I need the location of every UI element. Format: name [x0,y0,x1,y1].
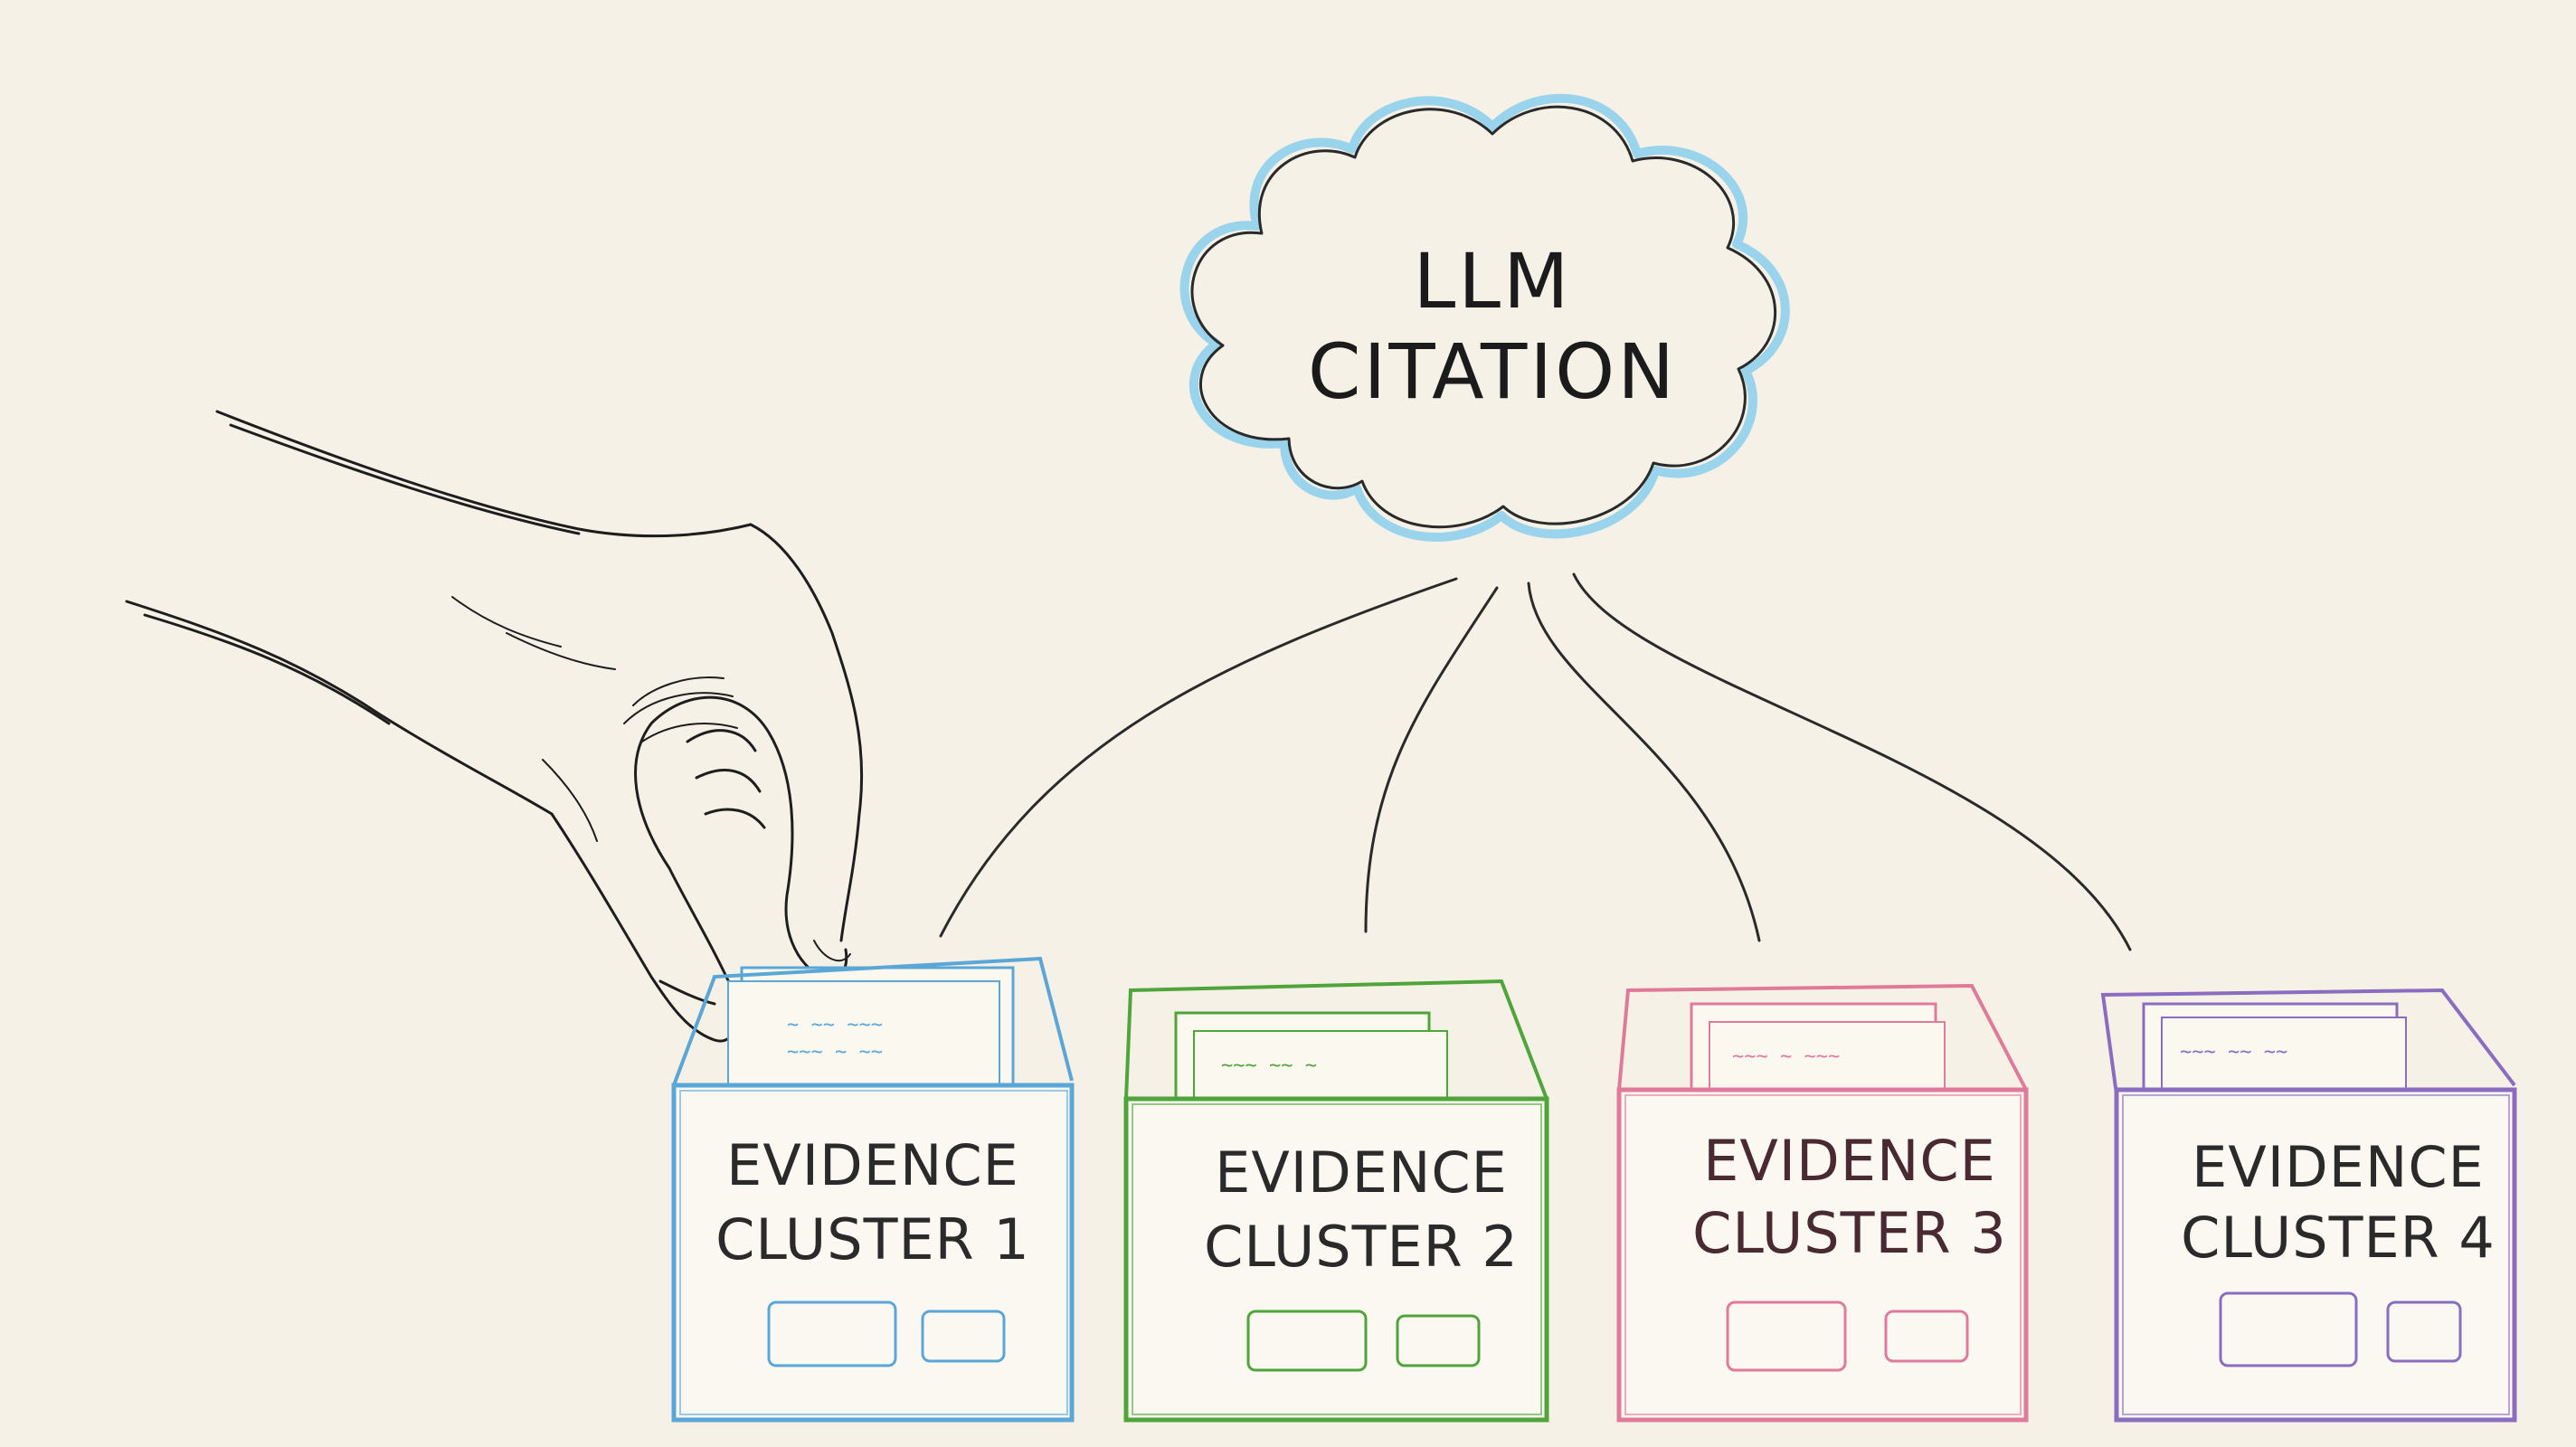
card-scribble: ~ ~~ ~~~ [787,1014,883,1036]
connector-to-cluster-4 [1572,572,2132,951]
sticker [921,1310,1006,1363]
cluster-2-line1: EVIDENCE [1215,1140,1508,1206]
sticker [2219,1291,2358,1367]
cluster-box-1: ~ ~~ ~~~ ~~~ ~ ~~ EVIDENCE CLUSTER 1 [671,956,1075,1423]
cloud-outline-blue [1179,93,1790,542]
cloud-outline-ink [1190,105,1777,529]
cloud-title-line2: CITATION [1308,327,1677,416]
cluster-box-4: ~~~ ~~ ~~ EVIDENCE CLUSTER 4 [2100,988,2517,1423]
llm-citation-cloud: LLM CITATION [1179,93,1790,542]
cluster-box-3: ~~~ ~ ~~~ EVIDENCE CLUSTER 3 [1616,983,2029,1423]
cluster-3-line2: CLUSTER 3 [1692,1200,2007,1266]
sticker [1726,1300,1847,1372]
cluster-4-line2: CLUSTER 4 [2181,1205,2496,1271]
connector-to-cluster-2 [1364,586,1499,933]
card-scribble: ~~~ ~ ~~ [787,1041,883,1064]
connector-to-cluster-1 [939,577,1458,938]
cluster-3-line1: EVIDENCE [1703,1128,1996,1194]
card-scribble: ~~~ ~ ~~~ [1732,1045,1840,1068]
sticker [767,1300,897,1367]
connector-lines [939,572,2132,951]
cluster-1-line1: EVIDENCE [726,1132,1019,1198]
cluster-2-line2: CLUSTER 2 [1204,1214,1519,1280]
sticker [1246,1310,1368,1372]
cluster-1-line2: CLUSTER 1 [715,1206,1030,1272]
sticker [2386,1300,2462,1363]
card-scribble: ~~~ ~~ ~ [1221,1055,1317,1077]
cluster-4-line1: EVIDENCE [2192,1134,2485,1200]
sticker [1396,1314,1481,1367]
cloud-title-line1: LLM [1413,237,1571,326]
sticker [1884,1310,1969,1363]
connector-to-cluster-3 [1527,582,1761,942]
hand-icon [125,410,864,1043]
card-scribble: ~~~ ~~ ~~ [2180,1041,2287,1064]
cluster-box-2: ~~~ ~~ ~ EVIDENCE CLUSTER 2 [1123,979,1549,1423]
